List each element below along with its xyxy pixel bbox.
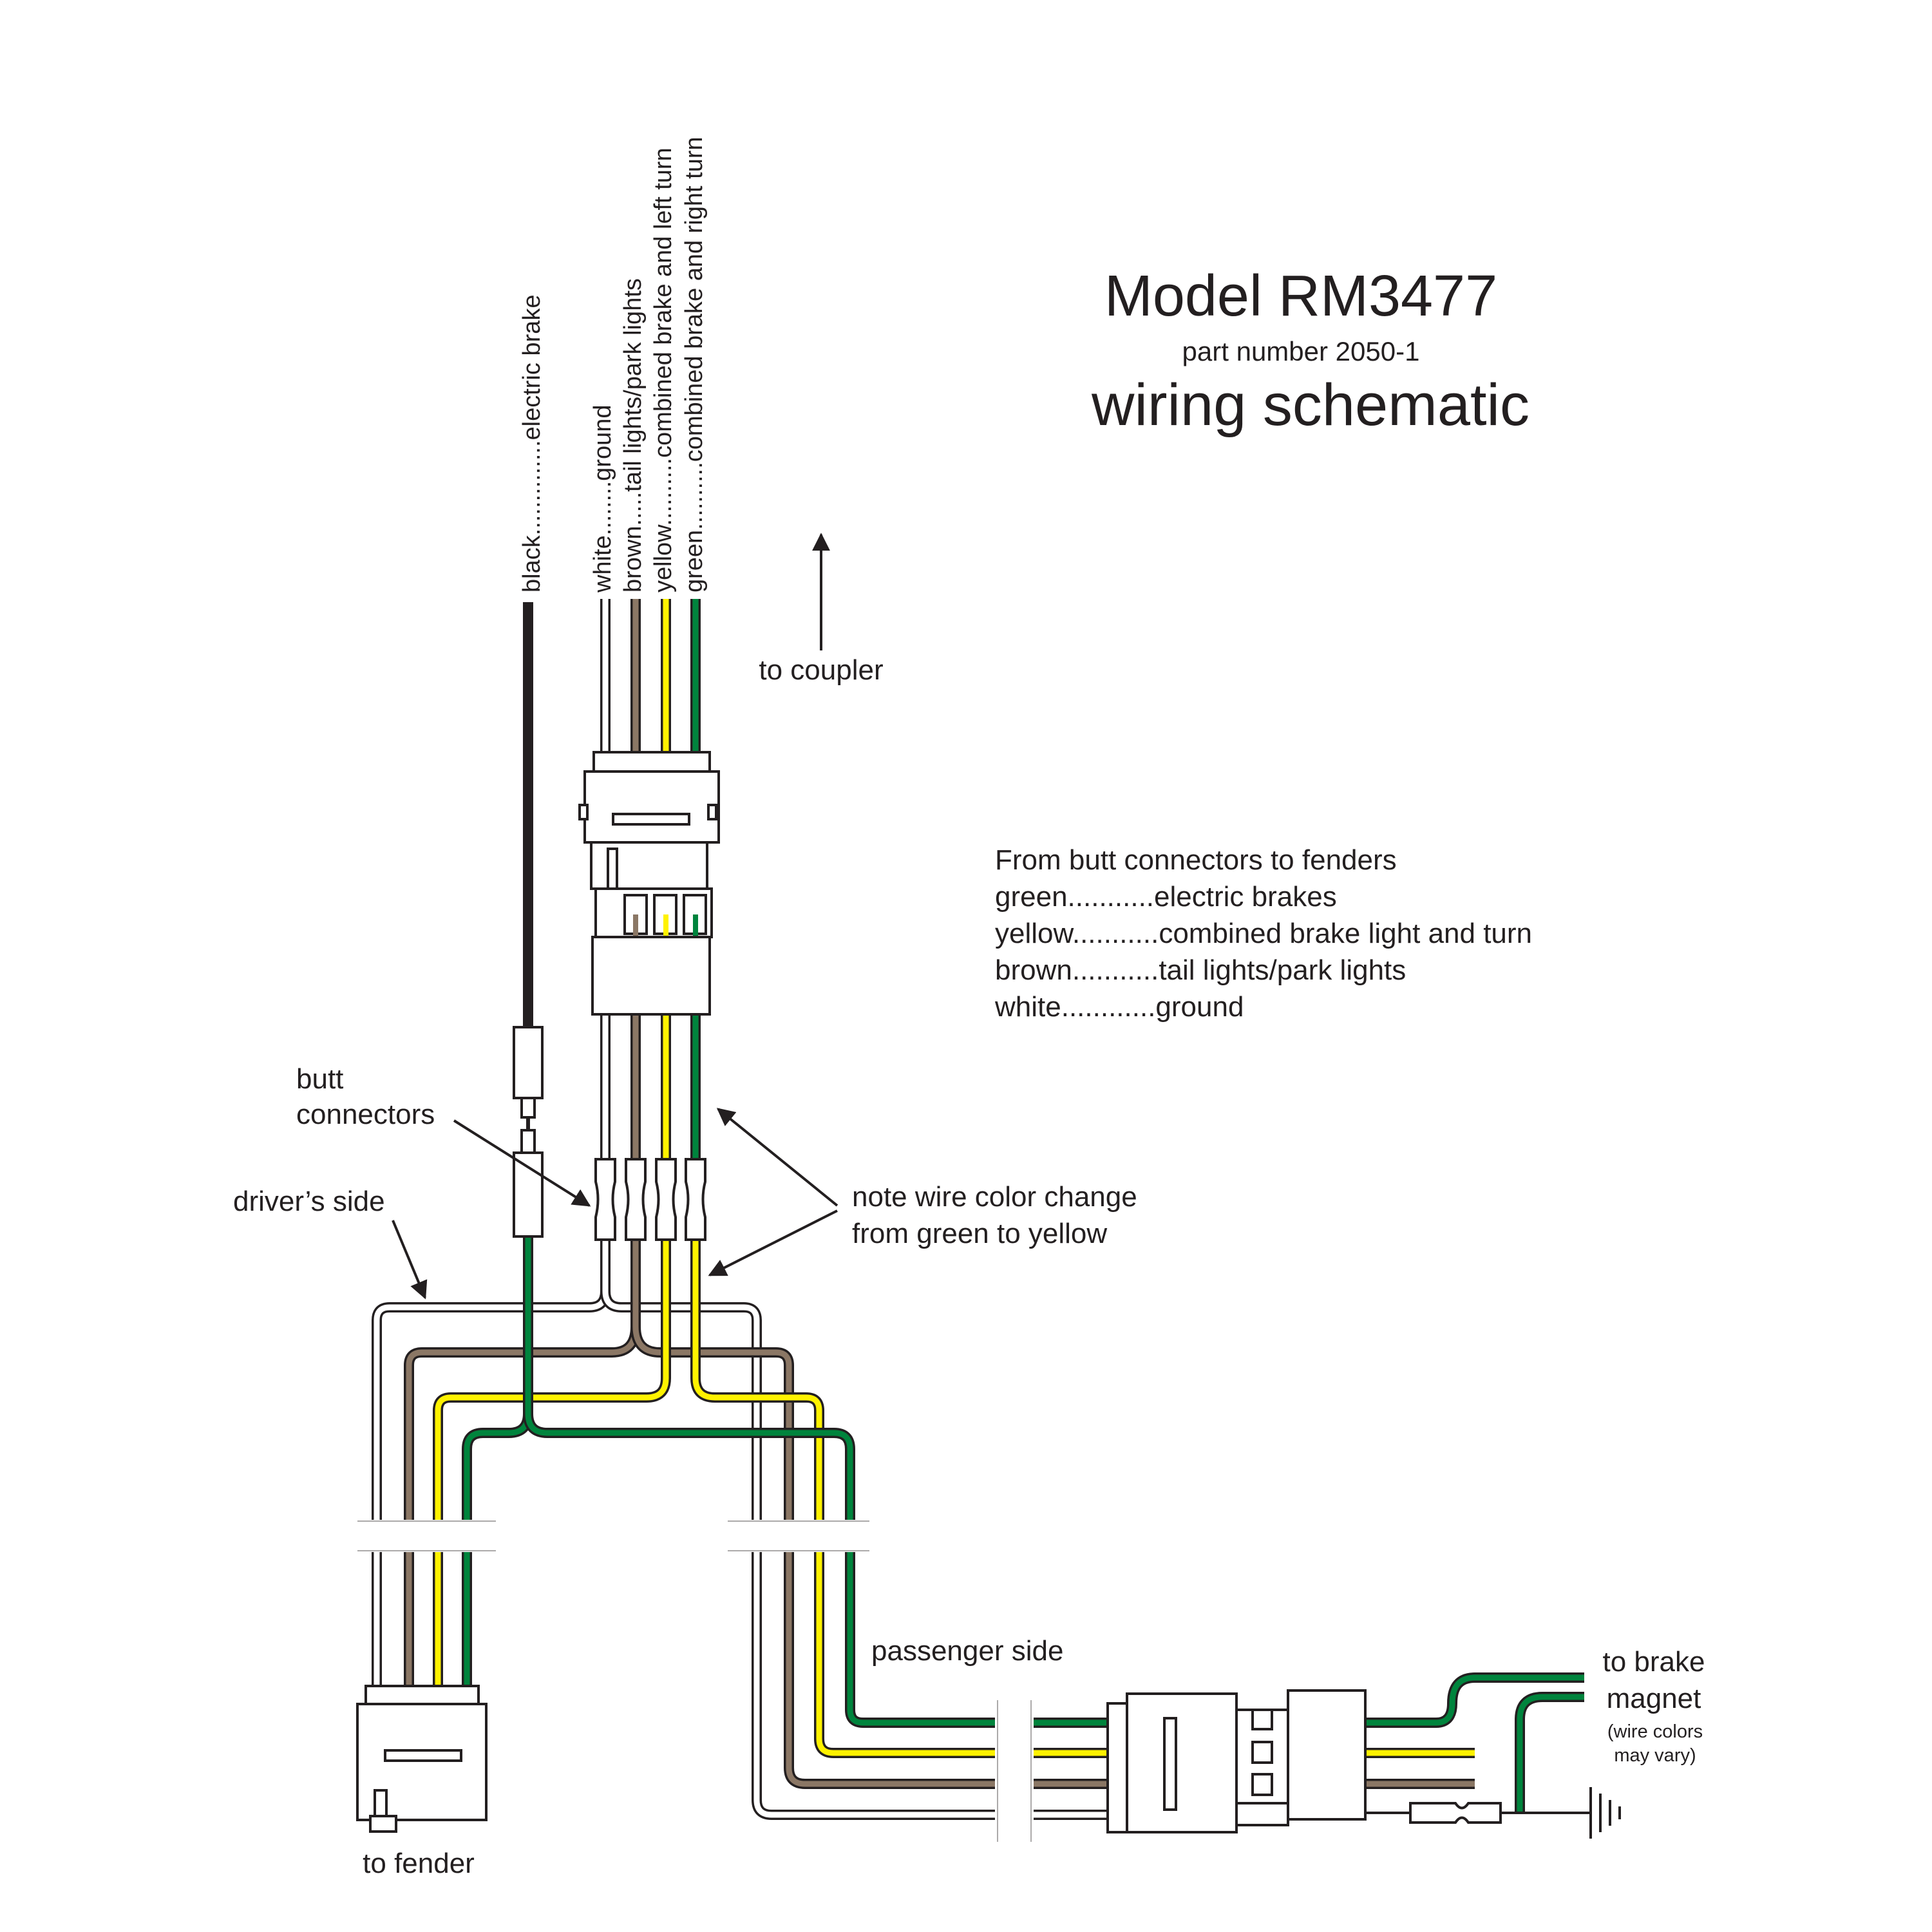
- yellow-wire-run: [433, 1240, 824, 1520]
- coupler-side-wires: [600, 599, 701, 753]
- butt-connectors-arrow: [453, 1119, 591, 1207]
- part-number: part number 2050-1: [1182, 336, 1420, 366]
- driver-side-lower-wires: [372, 1552, 472, 1687]
- butt-connector-green: [685, 1158, 706, 1241]
- note-color-change-line2: from green to yellow: [852, 1218, 1107, 1249]
- coupler-connector: [578, 751, 720, 1016]
- note-arrow-to-green: [716, 1108, 838, 1207]
- fender-legend-row-green: green...........electric brakes: [995, 881, 1337, 913]
- ground-symbol-icon: [1589, 1787, 1621, 1839]
- to-brake-label: to brake: [1603, 1646, 1705, 1678]
- wire-colors-note-line1: (wire colors: [1607, 1721, 1703, 1742]
- butt-connector-white: [594, 1158, 616, 1241]
- passenger-side-label: passenger side: [871, 1635, 1063, 1667]
- fender-legend-row-yellow: yellow...........combined brake light an…: [995, 918, 1532, 949]
- to-coupler-label: to coupler: [759, 654, 883, 686]
- fender-legend-heading: From butt connectors to fenders: [995, 844, 1397, 876]
- butt-connectors: [594, 1158, 706, 1241]
- passenger-side-lower-wires: [752, 1552, 1108, 1820]
- coupler-wire-labels: black..............electric brake white.…: [518, 137, 708, 593]
- wire-label-green: green..........combined brake and right …: [681, 137, 708, 592]
- wire-break-marks: [348, 1520, 1032, 1842]
- model-title: Model RM3477: [1104, 264, 1497, 328]
- note-arrow-to-yellow: [708, 1209, 838, 1276]
- wire-label-white: white........ground: [589, 404, 616, 593]
- to-fender-label: to fender: [363, 1848, 475, 1879]
- butt-connector-brown: [625, 1158, 647, 1241]
- wire-label-yellow: yellow..........combined brake and left …: [650, 147, 677, 592]
- butt-connector-yellow: [655, 1158, 677, 1241]
- brake-magnet-wires: [1365, 1672, 1591, 1814]
- harness-wires-to-butts: [600, 1014, 701, 1159]
- magnet-label: magnet: [1607, 1683, 1701, 1714]
- green-wire-run: [462, 1236, 855, 1520]
- butt-connectors-label-line2: connectors: [296, 1099, 435, 1130]
- schematic-subtitle: wiring schematic: [1091, 372, 1530, 438]
- brown-wire-run: [404, 1240, 794, 1520]
- drivers-side-arrow: [392, 1220, 428, 1300]
- fender-legend: From butt connectors to fenders green...…: [994, 844, 1532, 1023]
- butt-connectors-label-line1: butt: [296, 1063, 343, 1095]
- drivers-side-label: driver’s side: [233, 1186, 385, 1217]
- driver-fender-connector: [356, 1685, 488, 1833]
- passenger-fender-connector: [1106, 1689, 1367, 1833]
- ground-butt-connector: [1409, 1802, 1502, 1824]
- white-wire-run: [372, 1240, 762, 1520]
- fender-legend-row-brown: brown...........tail lights/park lights: [995, 954, 1406, 986]
- wire-label-brown: brown.....tail lights/park lights: [620, 278, 647, 592]
- wire-colors-note-line2: may vary): [1614, 1745, 1696, 1766]
- wire-bundle: [372, 599, 1591, 1820]
- wire-label-black: black..............electric brake: [518, 294, 545, 592]
- note-color-change-line1: note wire color change: [852, 1181, 1137, 1213]
- black-wire-butt-connector: [513, 1026, 544, 1238]
- fender-legend-row-white: white............ground: [994, 991, 1244, 1023]
